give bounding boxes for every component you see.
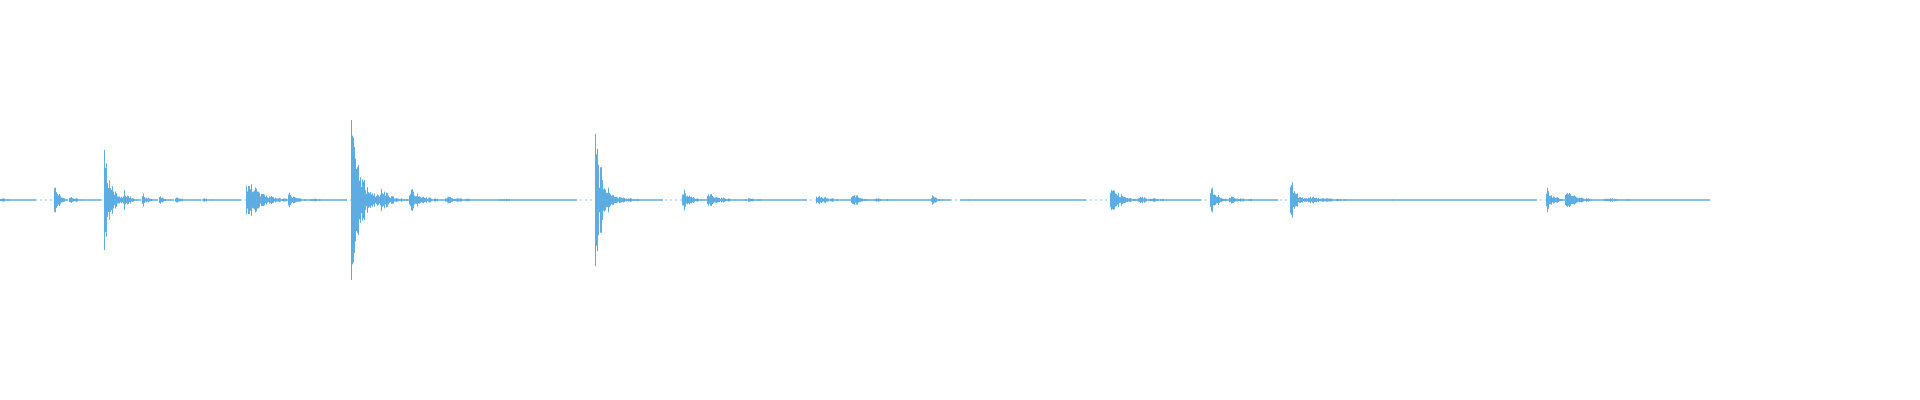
waveform-segment bbox=[175, 197, 201, 203]
waveform-segment bbox=[707, 194, 746, 206]
waveform-segment bbox=[123, 189, 141, 211]
waveform-segment bbox=[1306, 196, 1393, 204]
waveform-segment bbox=[960, 199, 1086, 201]
waveform-segment bbox=[159, 196, 174, 204]
waveform-segment bbox=[1290, 182, 1307, 218]
waveform-segment bbox=[618, 197, 663, 203]
waveform-segment bbox=[1229, 196, 1278, 204]
waveform-segment bbox=[499, 198, 577, 202]
waveform-segment bbox=[69, 197, 101, 203]
waveform-segment bbox=[311, 198, 347, 202]
waveform-segment bbox=[1603, 198, 1710, 202]
waveform-segment bbox=[202, 198, 241, 202]
waveform-segment bbox=[445, 196, 500, 204]
waveform-segment bbox=[931, 195, 951, 205]
waveform-segment bbox=[1392, 199, 1537, 201]
waveform-segment bbox=[1546, 187, 1566, 213]
waveform-segment bbox=[54, 187, 68, 213]
waveform-segment bbox=[288, 192, 312, 208]
waveform-segment bbox=[816, 195, 855, 205]
waveform-segment bbox=[595, 134, 619, 266]
waveform-segment bbox=[1565, 193, 1604, 207]
waveform-segment bbox=[1110, 189, 1138, 211]
waveform-segment bbox=[745, 198, 807, 202]
waveform-segment bbox=[104, 150, 124, 250]
waveform-segment bbox=[409, 189, 446, 211]
waveform-segment bbox=[246, 184, 289, 216]
waveform-segment bbox=[142, 193, 158, 207]
waveform-segment bbox=[0, 198, 36, 202]
waveform-segment bbox=[851, 195, 875, 205]
waveform-segment bbox=[874, 198, 932, 202]
waveform-segment bbox=[351, 120, 381, 280]
waveform-segment bbox=[1137, 196, 1201, 204]
waveform-bars bbox=[0, 120, 1710, 280]
waveform-segment bbox=[682, 189, 708, 211]
waveform-segment bbox=[380, 188, 410, 212]
waveform-segment bbox=[1210, 187, 1230, 213]
